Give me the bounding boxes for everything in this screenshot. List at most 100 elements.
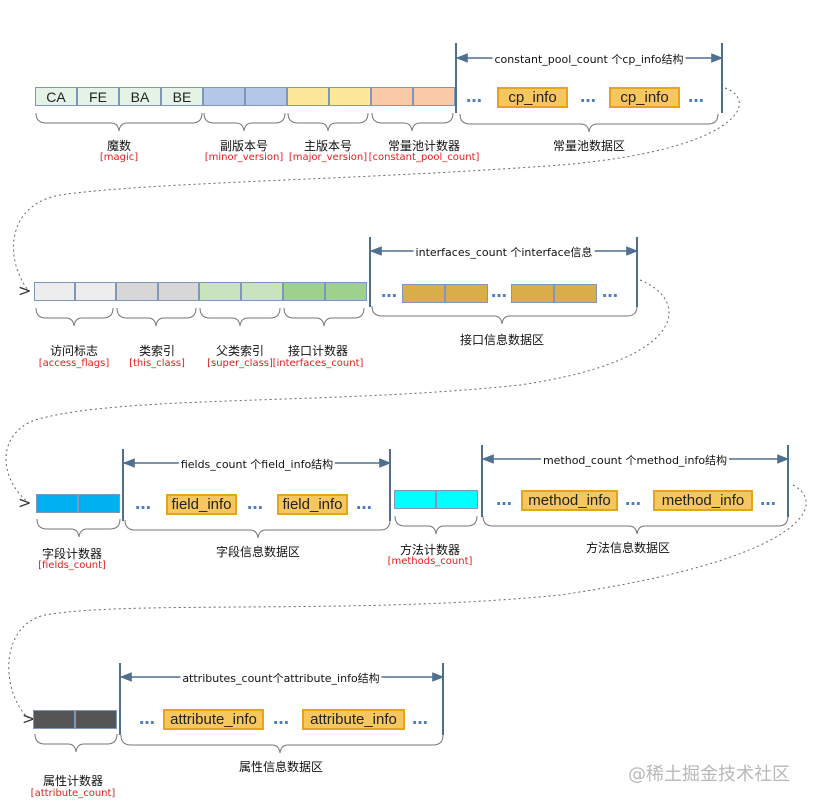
ellipsis: … [273,709,290,728]
attributes-count-sub: [attribute_count] [30,788,116,799]
super-class-byte-1 [199,282,241,301]
cp-dim-left-bar [455,43,457,113]
ellipsis: … [247,494,264,513]
ellipsis: … [356,494,373,513]
minor-version-label: 副版本号 [219,139,269,153]
cp-count-sub: [constant_pool_count] [368,152,480,163]
cp-count-label: 常量池计数器 [387,139,461,153]
a-dim-left-bar [119,663,121,735]
attributes-count-byte-1 [33,710,75,729]
methods-count-sub: [methods_count] [387,556,473,567]
interface-info-byte-4 [554,284,597,303]
this-class-byte-1 [116,282,158,301]
this-class-byte-2 [158,282,199,301]
ellipsis: … [412,709,429,728]
i-dim-right-bar [636,237,638,307]
ellipsis: … [139,709,156,728]
cp-area-label: 常量池数据区 [552,139,626,153]
fields-count-byte-2 [78,494,120,513]
interfaces-count-byte-1 [283,282,325,301]
methods-count-label: 方法计数器 [399,543,461,557]
ellipsis: … [496,490,513,509]
f-dim-left-bar [122,449,124,521]
ellipsis: … [688,87,705,106]
interfaces-count-label: 接口计数器 [287,344,349,358]
interfaces-count-sub: [interfaces_count] [272,358,364,369]
watermark: @稀土掘金技术社区 [628,764,790,785]
ellipsis: … [760,490,777,509]
ellipsis: … [381,282,398,301]
fields-count-label: 字段计数器 [41,547,103,561]
interfaces-count-byte-2 [325,282,367,301]
magic-byte-ca: CA [35,87,77,106]
cp-count-byte-2 [413,87,455,106]
super-class-byte-2 [241,282,283,301]
attributes-dimension-label: attributes_count个attribute_info结构 [180,670,382,686]
minor-version-byte-1 [203,87,245,106]
methods-count-byte-1 [394,490,436,509]
attributes-area-label: 属性信息数据区 [238,760,324,774]
minor-version-byte-2 [245,87,287,106]
a-dim-right-bar [442,663,444,735]
major-version-sub: [major_version] [288,152,368,163]
fields-dimension-label: fields_count 个field_info结构 [178,456,336,472]
magic-sub: [magic] [99,152,139,163]
access-flags-sub: [access_flags] [38,358,110,369]
brace-group [34,112,789,754]
cp-dim-right-bar [721,43,723,113]
interface-info-byte-2 [445,284,488,303]
super-class-sub: [super_class] [207,358,273,369]
methods-dimension-label: method_count 个method_info结构 [540,452,730,468]
cp-count-byte-1 [371,87,413,106]
cp-dimension-label: constant_pool_count 个cp_info结构 [492,51,686,67]
ellipsis: … [466,87,483,106]
m-dim-right-bar [787,445,789,517]
ellipsis: … [491,282,508,301]
ellipsis: … [625,490,642,509]
continue-chevron-icon: > [18,281,32,300]
field-info-box-1: field_info [166,494,237,515]
major-version-byte-1 [287,87,329,106]
major-version-label: 主版本号 [303,139,353,153]
magic-label: 魔数 [106,139,132,153]
access-flags-byte-2 [75,282,116,301]
f-dim-right-bar [389,449,391,521]
this-class-label: 类索引 [138,344,176,358]
methods-count-byte-2 [436,490,478,509]
continue-chevron-icon: > [22,709,36,728]
ellipsis: … [135,494,152,513]
magic-byte-be: BE [161,87,203,106]
attribute-info-box-2: attribute_info [302,709,405,730]
interface-info-byte-1 [402,284,445,303]
ellipsis: … [580,87,597,106]
this-class-sub: [this_class] [129,358,185,369]
interfaces-dimension-label: interfaces_count 个interface信息 [413,244,595,260]
magic-byte-fe: FE [77,87,119,106]
cp-info-box-1: cp_info [497,87,568,108]
fields-area-label: 字段信息数据区 [215,545,301,559]
access-flags-label: 访问标志 [49,344,99,358]
cp-info-box-2: cp_info [609,87,680,108]
super-class-label: 父类索引 [215,344,265,358]
fields-count-byte-1 [36,494,78,513]
minor-version-sub: [minor_version] [204,152,284,163]
fields-count-sub: [fields_count] [38,560,106,571]
attribute-info-box-1: attribute_info [163,709,264,730]
interfaces-area-label: 接口信息数据区 [459,333,545,347]
attributes-count-byte-2 [75,710,117,729]
method-info-box-1: method_info [521,490,618,511]
method-info-box-2: method_info [653,490,753,511]
i-dim-left-bar [369,237,371,307]
interface-info-byte-3 [511,284,554,303]
dotted-connectors [5,87,807,719]
methods-area-label: 方法信息数据区 [585,541,671,555]
attributes-count-label: 属性计数器 [42,774,104,788]
field-info-box-2: field_info [277,494,348,515]
major-version-byte-2 [329,87,371,106]
ellipsis: … [602,282,619,301]
access-flags-byte-1 [34,282,75,301]
continue-chevron-icon: > [18,493,32,512]
m-dim-left-bar [481,445,483,517]
magic-byte-ba: BA [119,87,161,106]
